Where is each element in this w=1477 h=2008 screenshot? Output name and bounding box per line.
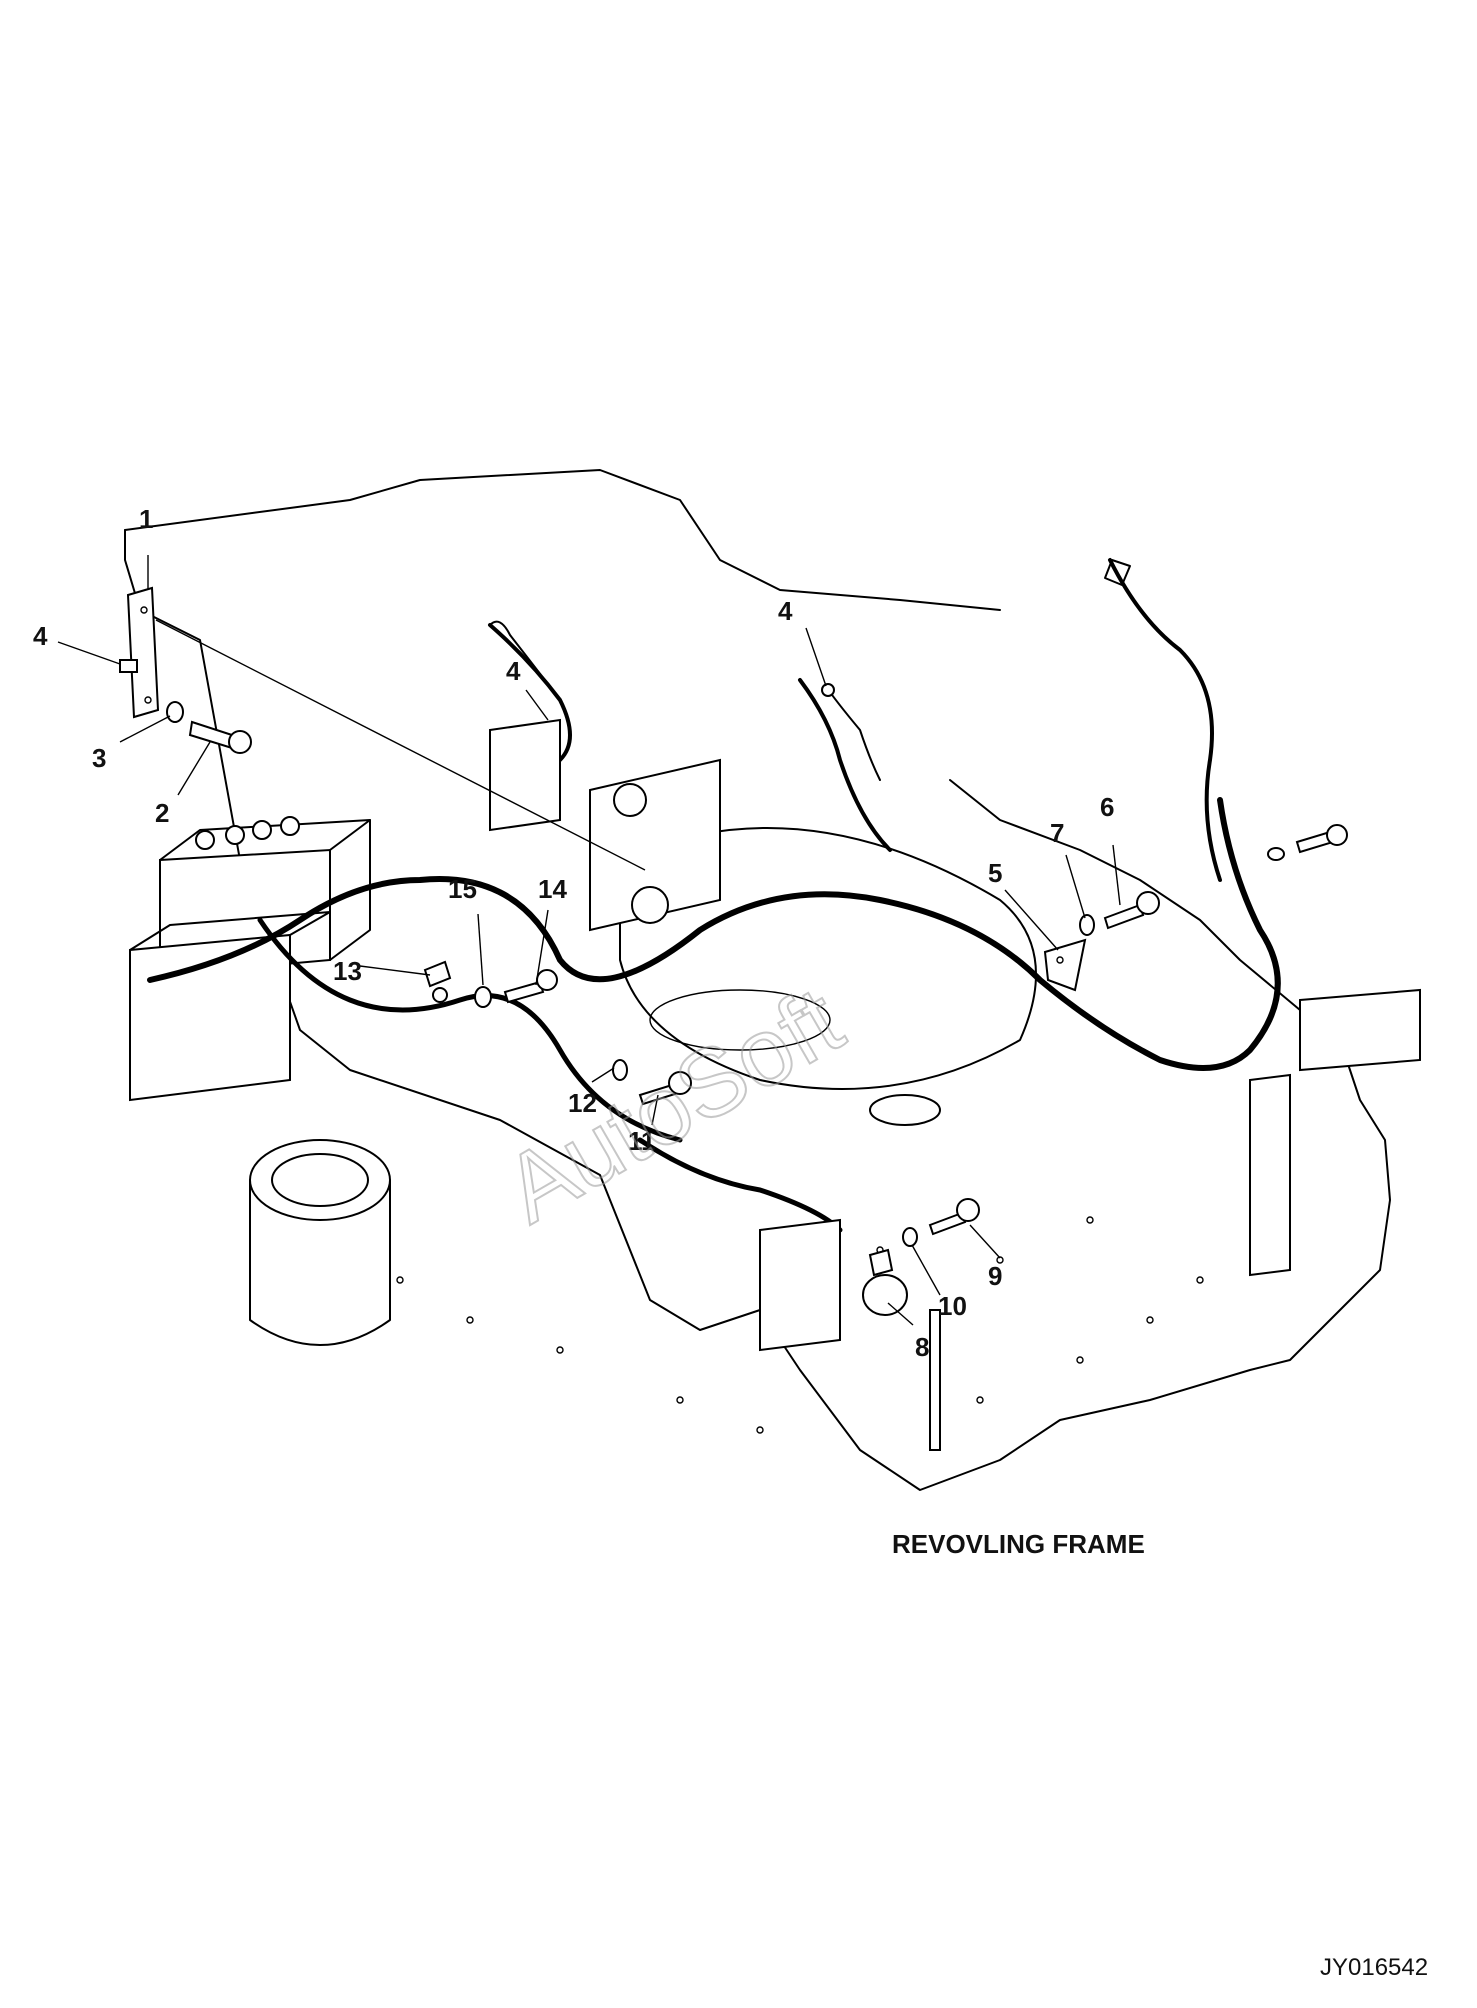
callout-4-middle: 4 — [506, 656, 521, 686]
callout-4-left: 4 — [33, 621, 48, 651]
drawing-number: JY016542 — [1320, 1954, 1428, 1981]
revolving-frame-drawing — [119, 469, 1421, 1491]
callout-10: 10 — [938, 1291, 967, 1321]
callout-4-upper: 4 — [778, 596, 793, 626]
callout-5: 5 — [988, 858, 1002, 888]
callout-12: 12 — [568, 1088, 597, 1118]
callout-15: 15 — [448, 874, 477, 904]
callout-1: 1 — [139, 504, 153, 534]
callout-13: 13 — [333, 956, 362, 986]
callout-3: 3 — [92, 743, 106, 773]
callout-6: 6 — [1100, 792, 1114, 822]
callout-labels: 1 2 3 4 4 4 5 6 7 8 9 10 11 12 13 14 15 — [33, 504, 1114, 1362]
callout-leaders — [57, 555, 1121, 1326]
callout-8: 8 — [915, 1332, 929, 1362]
diagram-title: REVOVLING FRAME — [892, 1529, 1145, 1559]
frame-holes — [396, 1216, 1204, 1434]
callout-14: 14 — [538, 874, 567, 904]
callout-11: 11 — [628, 1126, 656, 1156]
callout-2: 2 — [155, 798, 169, 828]
callout-9: 9 — [988, 1261, 1002, 1291]
watermark: AutoSoft — [487, 967, 859, 1244]
callout-7: 7 — [1050, 818, 1064, 848]
